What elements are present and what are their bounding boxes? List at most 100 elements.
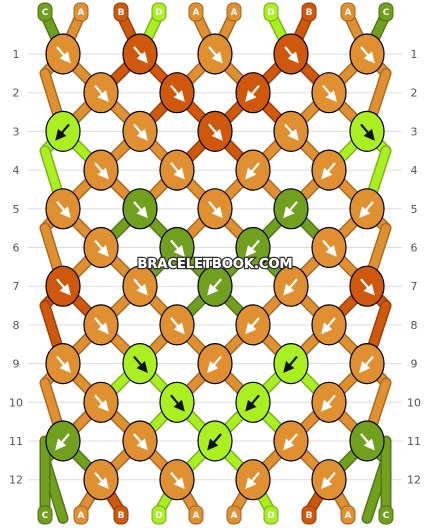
strand-label-top: C <box>42 8 49 18</box>
arrow-down-right-icon <box>56 201 71 219</box>
strand-label-bottom: A <box>193 511 200 521</box>
arrow-down-right-icon <box>56 355 71 373</box>
arrow-down-right-icon <box>208 123 223 141</box>
row-number-right: 11 <box>407 435 421 448</box>
arrow-down-left-icon <box>245 162 260 180</box>
row-number-right: 6 <box>411 242 418 255</box>
arrow-down-left-icon <box>245 317 260 335</box>
row-number-left: 8 <box>13 319 20 332</box>
arrow-down-right-icon <box>322 84 337 103</box>
arrow-down-left-icon <box>245 84 260 103</box>
arrow-down-right-icon <box>133 46 148 64</box>
strand-label-top: D <box>267 8 274 18</box>
strand-label-top-pill <box>73 2 89 22</box>
strand-label-bottom: B <box>306 511 313 521</box>
arrow-down-left-icon <box>283 355 298 373</box>
strand-label-bottom-pill <box>37 505 53 525</box>
arrow-down-right-icon <box>170 239 185 257</box>
arrow-down-left-icon <box>359 201 374 219</box>
arrow-down-right-icon <box>133 278 148 296</box>
strand-label-top-pill <box>113 2 129 22</box>
arrow-down-right-icon <box>360 433 375 451</box>
arrow-down-right-icon <box>284 46 299 64</box>
strand-label-top: A <box>231 8 238 18</box>
strand-label-bottom-pill <box>151 505 167 525</box>
row-number-right: 5 <box>411 203 418 216</box>
strand-label-top-pill <box>301 2 317 22</box>
arrow-down-left-icon <box>245 239 260 257</box>
row-number-left: 6 <box>13 242 20 255</box>
arrow-down-right-icon <box>170 471 185 490</box>
strand-label-bottom: A <box>345 511 352 521</box>
row-number-left: 9 <box>13 358 20 371</box>
row-number-right: 8 <box>411 319 418 332</box>
row-number-left: 3 <box>13 125 20 138</box>
arrow-down-right-icon <box>94 394 109 412</box>
strand-label-bottom-pill <box>340 505 356 525</box>
arrow-down-right-icon <box>208 201 223 219</box>
strand-label-bottom: A <box>78 511 85 521</box>
strand-label-bottom: D <box>267 511 274 521</box>
strand-label-top: B <box>306 8 313 18</box>
arrow-down-left-icon <box>321 394 336 412</box>
row-number-left: 11 <box>9 435 23 448</box>
strand-label-bottom-pill <box>263 505 279 525</box>
strand-label-top: A <box>78 8 85 18</box>
strand-label-bottom-pill <box>301 505 317 525</box>
arrow-down-right-icon <box>56 278 71 296</box>
arrow-down-right-icon <box>94 317 109 335</box>
arrow-down-left-icon <box>55 123 70 141</box>
arrow-down-right-icon <box>94 84 109 103</box>
arrow-down-right-icon <box>94 471 109 490</box>
arrow-down-left-icon <box>359 355 374 373</box>
arrow-down-right-icon <box>94 162 109 180</box>
arrow-down-left-icon <box>207 433 222 451</box>
arrow-down-right-icon <box>170 317 185 335</box>
strand-label-top-pill <box>37 2 53 22</box>
row-number-right: 4 <box>411 164 418 177</box>
row-number-left: 2 <box>13 87 20 100</box>
strand-label-top-pill <box>151 2 167 22</box>
row-number-right: 2 <box>411 87 418 100</box>
arrow-down-right-icon <box>133 201 148 219</box>
arrow-down-right-icon <box>170 84 185 103</box>
strand-label-bottom-pill <box>378 505 394 525</box>
strand-label-bottom: A <box>231 511 238 521</box>
strand-label-bottom-pill <box>226 505 242 525</box>
arrow-down-left-icon <box>207 355 222 373</box>
arrow-down-right-icon <box>322 239 337 257</box>
strand-label-bottom: C <box>42 511 49 521</box>
arrow-down-left-icon <box>283 201 298 219</box>
arrow-down-left-icon <box>207 278 222 296</box>
row-number-right: 1 <box>411 48 418 61</box>
row-number-right: 7 <box>411 280 418 293</box>
row-number-right: 12 <box>407 474 421 487</box>
watermark: BRACELETBOOK.COM BRACELETBOOK.COM <box>136 256 294 274</box>
arrow-down-right-icon <box>360 278 375 296</box>
watermark-text: BRACELETBOOK.COM <box>138 257 293 272</box>
row-number-right: 10 <box>407 396 421 409</box>
strand-label-bottom-pill <box>188 505 204 525</box>
arrow-down-right-icon <box>360 46 375 64</box>
row-number-left: 10 <box>9 396 23 409</box>
arrow-down-right-icon <box>133 123 148 141</box>
watermark-text-outline: BRACELETBOOK.COM <box>138 257 293 272</box>
row-number-right: 9 <box>411 358 418 371</box>
row-number-left: 1 <box>13 48 20 61</box>
strand-label-bottom-pill <box>73 505 89 525</box>
arrow-down-right-icon <box>170 394 185 412</box>
strand-label-bottom-pill <box>113 505 129 525</box>
strand-label-bottom: D <box>155 511 162 521</box>
strand-label-top: A <box>345 8 352 18</box>
arrow-down-right-icon <box>360 123 375 141</box>
arrow-down-right-icon <box>56 46 71 64</box>
strand-label-bottom: C <box>383 511 390 521</box>
arrow-down-left-icon <box>245 394 260 412</box>
strand-label-top-pill <box>263 2 279 22</box>
arrow-down-left-icon <box>321 162 336 180</box>
strand-label-top: A <box>193 8 200 18</box>
arrow-down-right-icon <box>284 123 299 141</box>
arrow-down-left-icon <box>283 433 298 451</box>
